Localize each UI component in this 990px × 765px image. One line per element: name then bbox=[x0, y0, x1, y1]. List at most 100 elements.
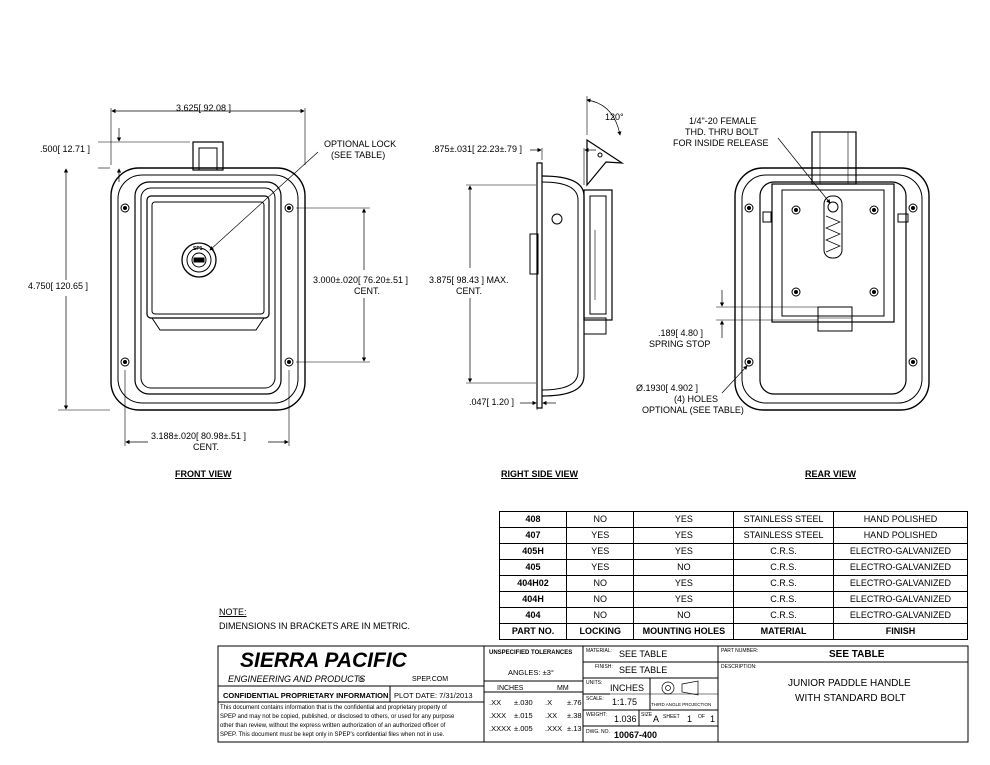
table-cell: C.R.S. bbox=[733, 591, 834, 608]
tolerance-cell: .XXXX bbox=[489, 724, 512, 733]
lock-label: SP1 bbox=[193, 246, 203, 252]
optional-lock-note-2: (SEE TABLE) bbox=[331, 150, 386, 160]
disclaimer-4: SPEP. This document must be kept only in… bbox=[220, 732, 445, 738]
table-cell: NO bbox=[633, 559, 735, 576]
table-cell: ELECTRO-GALVANIZED bbox=[832, 591, 969, 608]
plot-date: PLOT DATE: 7/31/2013 bbox=[394, 691, 473, 700]
finish-value: SEE TABLE bbox=[619, 665, 668, 675]
description-line-1: JUNIOR PADDLE HANDLE bbox=[788, 678, 911, 689]
table-cell: YES bbox=[633, 591, 735, 608]
tolerance-cell: .XX bbox=[489, 698, 502, 707]
side-view-title: RIGHT SIDE VIEW bbox=[501, 469, 579, 479]
tolerance-cell: .X bbox=[545, 698, 553, 707]
table-cell: STAINLESS STEEL bbox=[733, 527, 834, 544]
finish-label: FINISH: bbox=[595, 664, 613, 670]
title-block-frame bbox=[217, 645, 969, 743]
table-cell: NO bbox=[566, 607, 635, 624]
tolerance-cell: ±.76 bbox=[567, 698, 582, 707]
scale-value: 1:1.75 bbox=[612, 697, 638, 707]
table-cell: C.R.S. bbox=[733, 543, 834, 560]
description-line-2: WITH STANDARD BOLT bbox=[795, 693, 906, 704]
note-text: DIMENSIONS IN BRACKETS ARE IN METRIC. bbox=[219, 621, 411, 631]
table-cell: ELECTRO-GALVANIZED bbox=[832, 559, 969, 576]
holes-note-2: OPTIONAL (SEE TABLE) bbox=[642, 405, 744, 415]
side-max-dim: 3.875[ 98.43 ] MAX. bbox=[429, 275, 509, 285]
table-cell: HAND POLISHED bbox=[832, 511, 969, 528]
part-number-value: SEE TABLE bbox=[829, 649, 885, 660]
side-view-drawing bbox=[466, 96, 625, 410]
material-value: SEE TABLE bbox=[619, 649, 668, 659]
note-title: NOTE: bbox=[219, 607, 247, 617]
sheet-value: 1 bbox=[687, 714, 693, 724]
confidential-label: CONFIDENTIAL PROPRIETARY INFORMATION bbox=[223, 691, 389, 700]
tolerance-cell: ±.005 bbox=[514, 724, 533, 733]
front-holes-h-dim: 3.188±.020[ 80.98±.51 ] bbox=[151, 431, 246, 441]
front-holes-h-note: CENT. bbox=[193, 442, 220, 452]
side-angle-dim: 120° bbox=[605, 112, 624, 122]
table-header-cell: MATERIAL bbox=[733, 623, 834, 640]
table-cell: C.R.S. bbox=[733, 559, 834, 576]
of-label: OF bbox=[698, 714, 705, 720]
front-holes-v-note: CENT. bbox=[354, 286, 381, 296]
front-view-title: FRONT VIEW bbox=[175, 469, 232, 479]
optional-lock-note: OPTIONAL LOCK bbox=[324, 139, 397, 149]
table-cell: NO bbox=[566, 511, 635, 528]
table-cell: ELECTRO-GALVANIZED bbox=[832, 575, 969, 592]
side-depth-dim: .875±.031[ 22.23±.79 ] bbox=[432, 144, 522, 154]
units-value: INCHES bbox=[610, 683, 645, 693]
holes-note-1: (4) HOLES bbox=[674, 394, 719, 404]
table-cell: NO bbox=[566, 591, 635, 608]
tol-inches-label: INCHES bbox=[497, 685, 524, 692]
website: SPEP.COM bbox=[412, 676, 449, 683]
front-width-dim: 3.625[ 92.08 ] bbox=[176, 103, 232, 113]
table-cell: STAINLESS STEEL bbox=[733, 511, 834, 528]
rear-view-drawing bbox=[716, 131, 930, 411]
table-cell: YES bbox=[633, 511, 735, 528]
tolerance-cell: .XX bbox=[545, 711, 558, 720]
front-height-dim: 4.750[ 120.65 ] bbox=[28, 281, 89, 291]
table-header-cell: FINISH bbox=[832, 623, 969, 640]
table-cell: C.R.S. bbox=[733, 607, 834, 624]
material-label: MATERIAL: bbox=[586, 648, 613, 654]
size-label: SIZE bbox=[641, 712, 653, 718]
table-cell: YES bbox=[566, 559, 635, 576]
disclaimer-1: This document contains information that … bbox=[220, 705, 447, 711]
table-cell: YES bbox=[633, 527, 735, 544]
table-cell: 405 bbox=[498, 559, 568, 576]
table-cell: 404 bbox=[498, 607, 568, 624]
tolerance-cell: ±.015 bbox=[514, 711, 533, 720]
company-sub: ENGINEERING AND PRODUCTS bbox=[228, 674, 366, 684]
description-label: DESCRIPTION: bbox=[721, 664, 757, 670]
table-header-cell: LOCKING bbox=[566, 623, 635, 640]
tolerance-cell: ±.38 bbox=[567, 711, 582, 720]
table-cell: HAND POLISHED bbox=[832, 527, 969, 544]
table-cell: YES bbox=[566, 527, 635, 544]
table-cell: C.R.S. bbox=[733, 575, 834, 592]
bolt-note-3: FOR INSIDE RELEASE bbox=[673, 138, 769, 148]
projection-label: THIRD ANGLE PROJECTION bbox=[651, 702, 712, 707]
sheet-label: SHEET bbox=[663, 714, 680, 720]
dwg-no: 10067-400 bbox=[614, 730, 658, 740]
tol-title: UNSPECIFIED TOLERANCES bbox=[489, 650, 573, 656]
spring-stop-note: SPRING STOP bbox=[649, 339, 711, 349]
tolerance-cell: ±.13 bbox=[567, 724, 582, 733]
tol-mm-label: MM bbox=[557, 685, 569, 692]
table-header-cell: PART NO. bbox=[498, 623, 568, 640]
rear-view-title: REAR VIEW bbox=[805, 469, 857, 479]
table-cell: YES bbox=[633, 543, 735, 560]
of-value: 1 bbox=[710, 714, 716, 724]
scale-label: SCALE: bbox=[586, 696, 604, 702]
table-cell: 405H bbox=[498, 543, 568, 560]
part-number-label: PART NUMBER: bbox=[721, 648, 759, 654]
disclaimer-3: other than review, without the express w… bbox=[220, 723, 446, 729]
weight-value: 1.036 bbox=[614, 714, 637, 724]
